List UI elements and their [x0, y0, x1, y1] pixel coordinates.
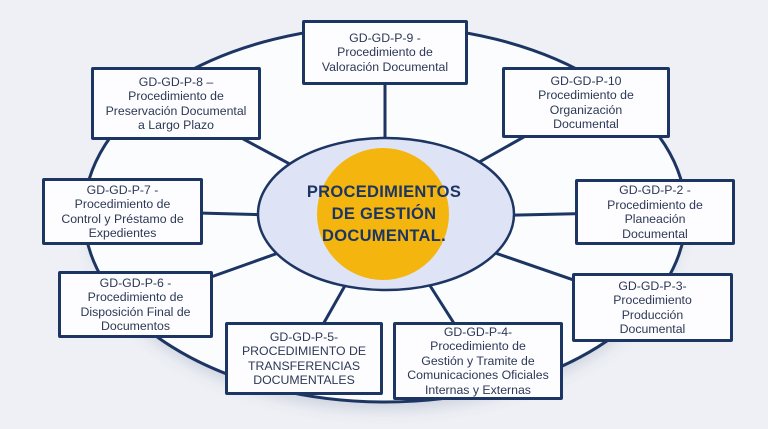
node-label: GD-GD-P-10 Procedimiento de Organización… [538, 73, 634, 132]
node-gd-gd-p-10: GD-GD-P-10 Procedimiento de Organización… [502, 67, 670, 138]
node-gd-gd-p-7: GD-GD-P-7 - Procedimiento de Control y P… [42, 178, 203, 245]
node-label: GD-GD-P-5- PROCEDIMIENTO DE TRANSFERENCI… [241, 329, 367, 388]
node-gd-gd-p-3: GD-GD-P-3- Procedimiento Producción Docu… [572, 273, 733, 342]
center-title: PROCEDIMIENTOS DE GESTIÓN DOCUMENTAL. [306, 183, 462, 245]
node-label: GD-GD-P-3- Procedimiento Producción Docu… [613, 278, 692, 337]
node-label: GD-GD-P-8 – Procedimiento de Preservació… [105, 74, 247, 133]
node-label: GD-GD-P-4- Procedimiento de Gestión y Tr… [407, 324, 549, 397]
node-label: GD-GD-P-6 - Procedimiento de Disposición… [80, 275, 191, 334]
node-gd-gd-p-8: GD-GD-P-8 – Procedimiento de Preservació… [91, 67, 261, 140]
node-gd-gd-p-4: GD-GD-P-4- Procedimiento de Gestión y Tr… [393, 322, 563, 400]
node-gd-gd-p-2: GD-GD-P-2 - Procedimiento de Planeación … [575, 179, 735, 245]
center-circle [317, 148, 449, 280]
node-label: GD-GD-P-7 - Procedimiento de Control y P… [61, 182, 184, 241]
node-gd-gd-p-6: GD-GD-P-6 - Procedimiento de Disposición… [58, 271, 213, 338]
node-label: GD-GD-P-9 - Procedimiento de Valoración … [321, 30, 449, 74]
node-label: GD-GD-P-2 - Procedimiento de Planeación … [607, 183, 703, 241]
node-gd-gd-p-9: GD-GD-P-9 - Procedimiento de Valoración … [302, 20, 468, 85]
node-gd-gd-p-5: GD-GD-P-5- PROCEDIMIENTO DE TRANSFERENCI… [225, 322, 383, 395]
